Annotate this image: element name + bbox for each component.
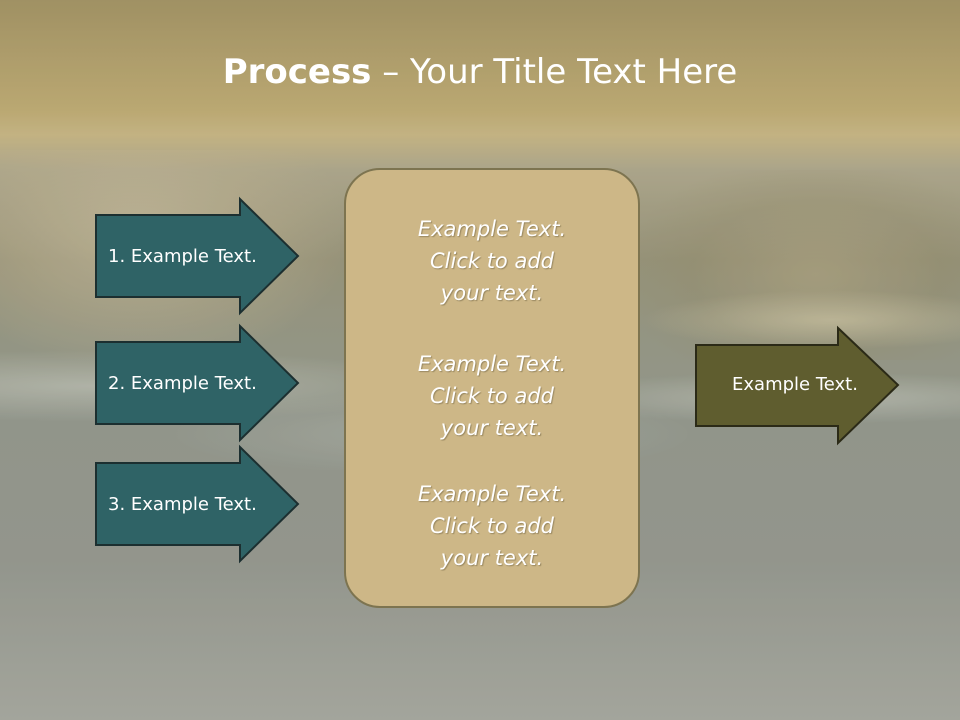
center-block-1-line1: Example Text.	[417, 217, 567, 241]
left-arrow-1[interactable]	[95, 196, 300, 316]
left-arrow-3-label: 3. Example Text.	[108, 493, 257, 515]
center-block-2: Example Text. Click to add your text.	[344, 348, 640, 444]
center-block-1-line3: your text.	[440, 281, 544, 305]
left-arrow-2[interactable]	[95, 323, 300, 443]
center-block-3: Example Text. Click to add your text.	[344, 478, 640, 574]
center-block-1: Example Text. Click to add your text.	[344, 213, 640, 309]
title-bold: Process	[222, 52, 372, 92]
title-rest: – Your Title Text Here	[371, 52, 738, 92]
slide-title[interactable]: Process – Your Title Text Here	[0, 52, 960, 92]
center-block-2-line3: your text.	[440, 416, 544, 440]
right-arrow-label: Example Text.	[732, 373, 858, 395]
left-arrow-2-label: 2. Example Text.	[108, 372, 257, 394]
center-text-box[interactable]	[344, 168, 640, 608]
center-block-3-line3: your text.	[440, 546, 544, 570]
left-arrow-3[interactable]	[95, 444, 300, 564]
left-arrow-1-label: 1. Example Text.	[108, 245, 257, 267]
center-block-3-line2: Click to add	[429, 514, 554, 538]
background-beach	[640, 290, 960, 350]
center-block-3-line1: Example Text.	[417, 482, 567, 506]
right-arrow[interactable]	[695, 325, 900, 446]
center-block-2-line2: Click to add	[429, 384, 554, 408]
center-block-1-line2: Click to add	[429, 249, 554, 273]
center-block-2-line1: Example Text.	[417, 352, 567, 376]
